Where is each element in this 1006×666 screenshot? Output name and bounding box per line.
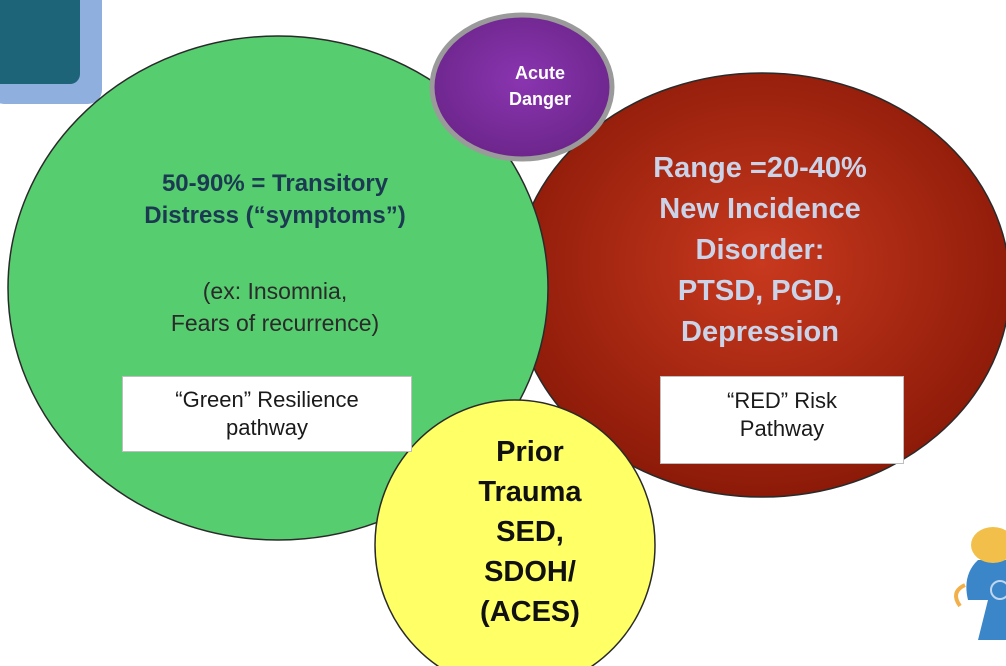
- green-example-line2: Fears of recurrence): [170, 310, 380, 336]
- green-example-line1: (ex: Insomnia,: [202, 278, 348, 304]
- yellow-line4: SDOH/: [484, 556, 576, 588]
- green-heading-line2: Distress (“symptoms”): [144, 202, 406, 229]
- new-incidence-disorder-heading: Range =20-40% New Incidence Disorder: PT…: [610, 148, 910, 353]
- green-box-line2: pathway: [226, 415, 308, 440]
- yellow-line5: (ACES): [480, 596, 580, 628]
- red-risk-pathway-box: “RED” Risk Pathway: [660, 376, 904, 464]
- corner-logo-inner: [0, 0, 80, 84]
- purple-acute-danger-circle: [429, 12, 615, 162]
- transitory-distress-examples: (ex: Insomnia, Fears of recurrence): [135, 275, 415, 339]
- prior-trauma-label: Prior Trauma SED, SDOH/ (ACES): [440, 432, 620, 632]
- acute-danger-line1: Acute: [514, 63, 565, 83]
- green-heading-line1: 50-90% = Transitory: [161, 170, 389, 197]
- transitory-distress-heading: 50-90% = Transitory Distress (“symptoms”…: [95, 168, 455, 232]
- red-heading-line2: New Incidence: [659, 193, 861, 225]
- person-figure-icon: [954, 527, 1006, 640]
- corner-logo: [0, 0, 102, 104]
- red-heading-line4: PTSD, PGD,: [677, 275, 843, 307]
- red-box-line2: Pathway: [739, 416, 825, 441]
- green-box-line1: “Green” Resilience: [175, 387, 359, 412]
- red-box-line1: “RED” Risk: [727, 388, 837, 413]
- red-heading-line5: Depression: [681, 316, 839, 348]
- yellow-line2: Trauma: [478, 476, 582, 508]
- yellow-line1: Prior: [496, 436, 564, 468]
- acute-danger-label: Acute Danger: [470, 60, 610, 112]
- red-heading-line3: Disorder:: [695, 234, 825, 266]
- yellow-prior-trauma-circle: [374, 399, 656, 666]
- acute-danger-line2: Danger: [508, 89, 571, 109]
- yellow-line3: SED,: [496, 516, 564, 548]
- green-resilience-pathway-box: “Green” Resilience pathway: [122, 376, 412, 452]
- red-heading-line1: Range =20-40%: [653, 152, 867, 184]
